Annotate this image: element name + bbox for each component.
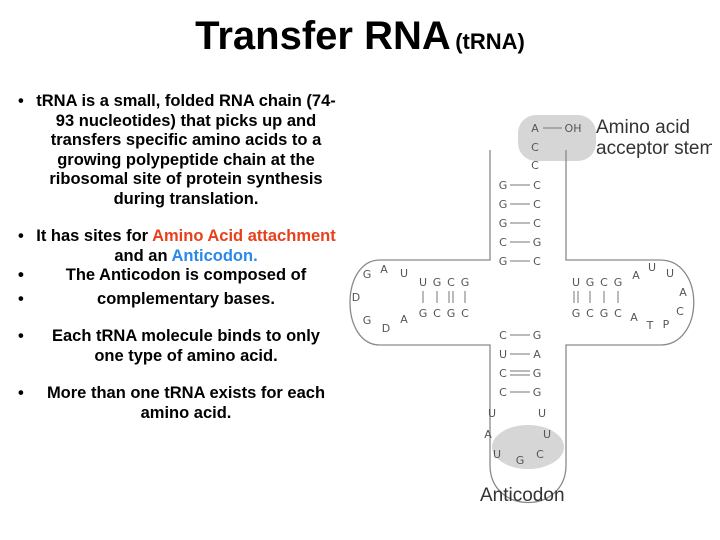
bullet-list: tRNA is a small, folded RNA chain (74-93… (18, 92, 336, 423)
bullet-trna-definition: tRNA is a small, folded RNA chain (74-93… (18, 92, 336, 209)
right-loop-0: A (632, 269, 640, 282)
right-loop-4: C (676, 305, 684, 318)
stem-bottom-r0: G (533, 329, 542, 342)
left-arm-top-0: U (419, 276, 427, 289)
stem-bottom-l0: C (499, 329, 507, 342)
acceptor-a: A (531, 122, 539, 135)
left-loop: G A U D G D A (352, 263, 408, 335)
stem-top-r2: C (533, 217, 541, 230)
stem-top-l1: G (499, 198, 508, 211)
left-arm: U G C G G C G C (419, 276, 470, 320)
right-loop-3: A (679, 286, 687, 299)
right-arm-top-0: U (572, 276, 580, 289)
left-loop-4: G (363, 314, 372, 327)
left-arm-bottom-1: C (433, 307, 441, 320)
stem-bottom-l2: C (499, 367, 507, 380)
right-arm-top-1: G (586, 276, 595, 289)
stem-bottom-l3: C (499, 386, 507, 399)
stem-bottom-l1: U (499, 348, 507, 361)
right-arm-bottom-1: C (586, 307, 594, 320)
left-loop-2: U (400, 267, 408, 280)
bullet-anticodon-composed: The Anticodon is composed of (18, 266, 336, 286)
stem-top-r4: C (533, 255, 541, 268)
right-loop: A U U A C P T A (630, 261, 687, 332)
right-arm-top-2: C (600, 276, 608, 289)
stem-bottom-r2: G (533, 367, 542, 380)
stem-top: G C G C G C C G G C (499, 179, 542, 268)
stem-top-l0: G (499, 179, 508, 192)
left-arm-bottom-0: G (419, 307, 428, 320)
acceptor-label-line2: acceptor stem (596, 138, 712, 159)
bullet-complementary-bases: complementary bases. (18, 290, 336, 310)
stem-top-l3: C (499, 236, 507, 249)
amino-acid-attachment-text: Amino Acid attachment (152, 227, 336, 245)
left-loop-5: D (382, 322, 390, 335)
left-arm-top-1: G (433, 276, 442, 289)
right-loop-6: T (646, 319, 654, 332)
acceptor-c1: C (531, 141, 539, 154)
stem-top-r0: C (533, 179, 541, 192)
stem-top-r1: C (533, 198, 541, 211)
anticodon-loop-1: U (538, 407, 546, 420)
anticodon-loop-2: A (484, 428, 492, 441)
title-main: Transfer RNA (195, 14, 451, 58)
left-loop-3: D (352, 291, 360, 304)
right-arm-bottom-2: G (600, 307, 609, 320)
stem-top-l2: G (499, 217, 508, 230)
acceptor-oh: OH (565, 122, 582, 135)
title-sub: (tRNA) (455, 29, 525, 54)
anticodon-loop-4: U (493, 448, 501, 461)
right-arm-top-3: G (614, 276, 623, 289)
trna-outline (349, 150, 695, 504)
anticodon-label: Anticodon (480, 485, 565, 506)
anticodon-loop-3: U (543, 428, 551, 441)
right-arm-bottom-3: C (614, 307, 622, 320)
right-arm-bottom-0: G (572, 307, 581, 320)
anticodon-highlight (492, 425, 564, 469)
acceptor-c2: C (531, 159, 539, 172)
left-arm-bottom-3: C (461, 307, 469, 320)
bullet-one-type: Each tRNA molecule binds to only one typ… (18, 327, 336, 366)
anticodon-text: Anticodon. (171, 246, 258, 265)
anticodon-loop: U U A U U G C (484, 407, 551, 467)
left-arm-bottom-2: G (447, 307, 456, 320)
left-loop-0: G (363, 268, 372, 281)
page-title: Transfer RNA (tRNA) (0, 14, 720, 59)
stem-bottom-r1: A (533, 348, 541, 361)
right-loop-1: U (648, 261, 656, 274)
right-loop-2: U (666, 267, 674, 280)
bullet-sites-text-mid: and an (114, 246, 172, 265)
right-loop-7: A (630, 311, 638, 324)
stem-bottom: C G U A C G C G (499, 329, 541, 399)
bullet-sites-text-pre: It has sites for (36, 227, 153, 245)
left-loop-1: A (380, 263, 388, 276)
acceptor-label-line1: Amino acid (596, 117, 690, 138)
acceptor-highlight (518, 115, 596, 161)
left-loop-6: A (400, 313, 408, 326)
anticodon-loop-0: U (488, 407, 496, 420)
stem-top-r3: G (533, 236, 542, 249)
bullet-more-than-one: More than one tRNA exists for each amino… (18, 384, 336, 423)
bullet-sites: It has sites for Amino Acid attachment a… (18, 227, 336, 266)
anticodon-loop-5: G (516, 454, 525, 467)
trna-diagram: A OH C C G C G C G C C G G C U G C G G C… (349, 115, 712, 506)
right-arm: U G C G G C G C (572, 276, 623, 320)
right-loop-5: P (663, 318, 670, 331)
stem-bottom-r3: G (533, 386, 542, 399)
anticodon-loop-6: C (536, 448, 544, 461)
left-arm-top-2: C (447, 276, 455, 289)
left-arm-top-3: G (461, 276, 470, 289)
stem-top-l4: G (499, 255, 508, 268)
